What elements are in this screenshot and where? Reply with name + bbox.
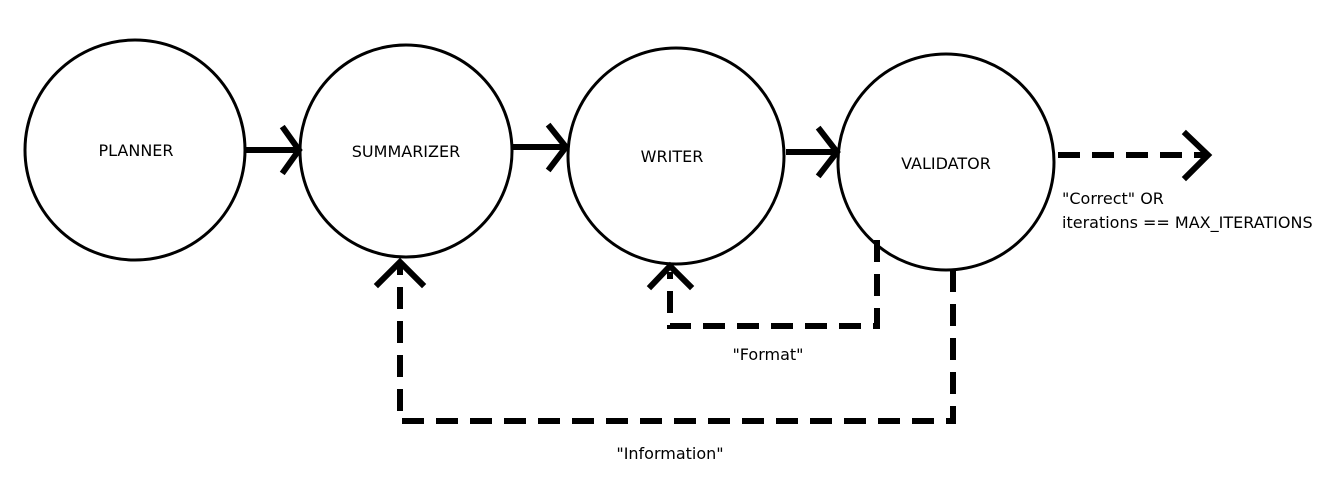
node-summarizer: SUMMARIZER bbox=[298, 43, 514, 259]
planner-circle bbox=[23, 38, 247, 262]
validator-circle bbox=[836, 52, 1056, 272]
arrow-head-validator bbox=[815, 125, 841, 179]
edge-information-line bbox=[397, 266, 956, 424]
edge-summarizer-to-writer bbox=[513, 122, 570, 173]
edge-validator-to-writer-format: "Format" bbox=[646, 240, 880, 364]
writer-circle bbox=[566, 46, 786, 266]
information-label: "Information" bbox=[616, 444, 723, 463]
summarizer-label: SUMMARIZER bbox=[352, 142, 460, 161]
edge-format-line bbox=[667, 240, 880, 329]
exit-label-line2: iterations == MAX_ITERATIONS bbox=[1062, 213, 1313, 233]
arrow-head-information bbox=[373, 257, 427, 289]
exit-label-line1: "Correct" OR bbox=[1062, 189, 1164, 208]
edge-validator-to-summarizer-information: "Information" bbox=[373, 257, 956, 463]
arrow-head-format bbox=[646, 261, 695, 291]
arrow-head-writer bbox=[545, 122, 570, 173]
node-writer: WRITER bbox=[566, 46, 786, 266]
edge-validator-exit: "Correct" OR iterations == MAX_ITERATION… bbox=[1058, 129, 1313, 233]
planner-label: PLANNER bbox=[98, 141, 173, 160]
node-planner: PLANNER bbox=[23, 38, 247, 262]
format-label: "Format" bbox=[732, 345, 803, 364]
edge-planner-to-summarizer bbox=[246, 124, 303, 176]
writer-label: WRITER bbox=[641, 147, 704, 166]
edge-writer-to-validator bbox=[786, 125, 841, 179]
arrow-head-summarizer bbox=[279, 124, 303, 176]
validator-label: VALIDATOR bbox=[901, 154, 991, 173]
node-validator: VALIDATOR bbox=[836, 52, 1056, 272]
arrow-head-exit bbox=[1181, 129, 1213, 182]
